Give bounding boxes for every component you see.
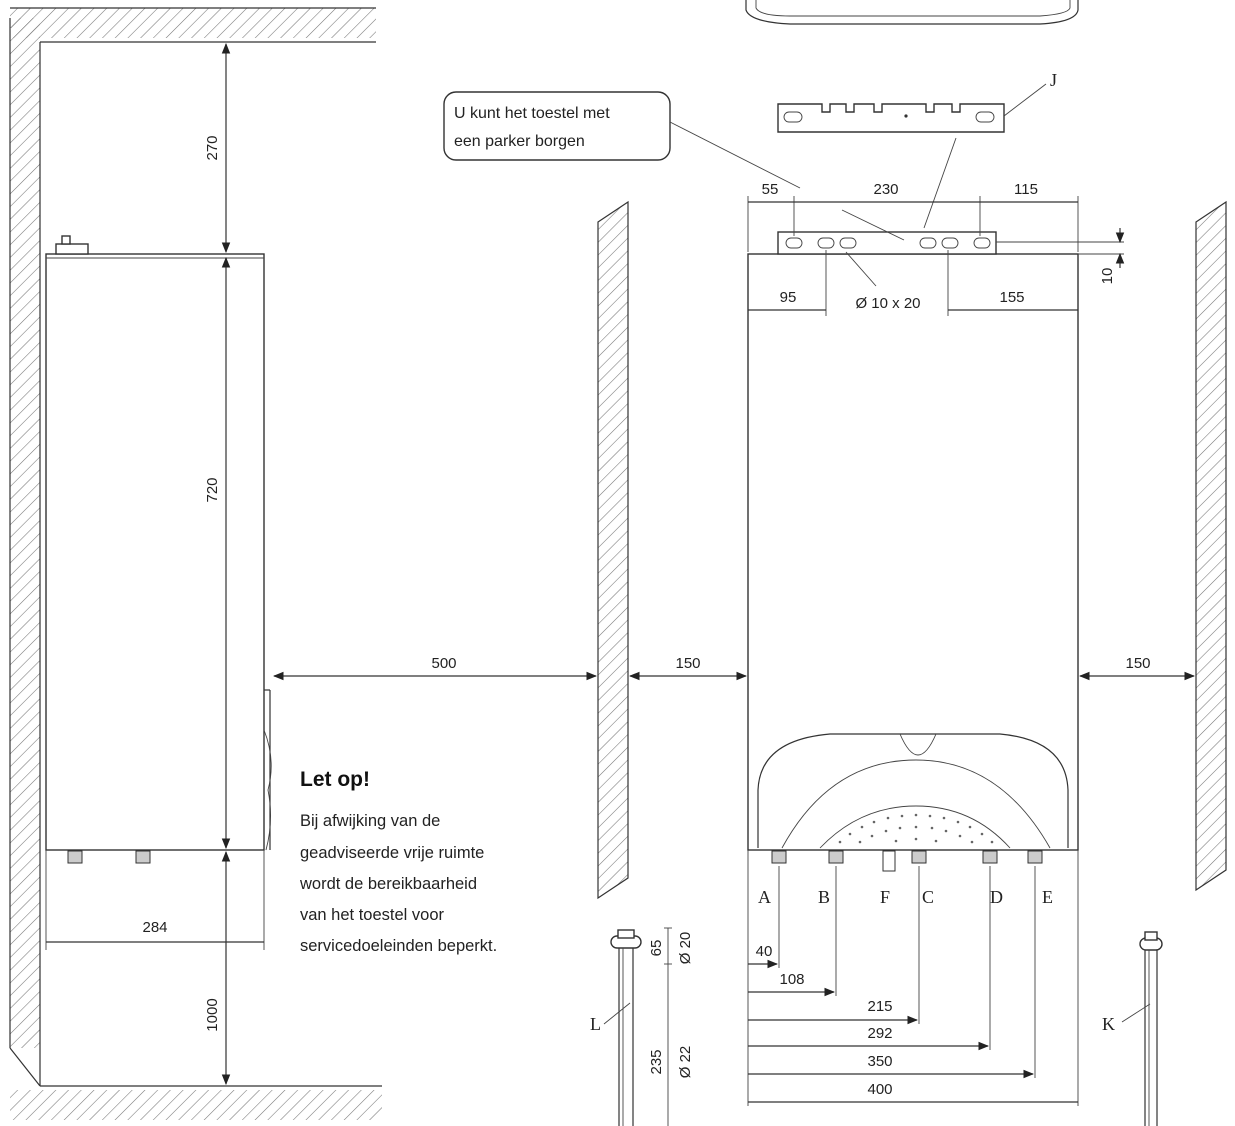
dim-400: 400: [867, 1081, 892, 1098]
label-l: L: [590, 1014, 601, 1034]
bracket-j: J: [777, 70, 1057, 229]
appliance-side-view: [45, 235, 272, 864]
side-dimensions: 270 720 1000 284 500: [45, 42, 598, 1086]
dim-284: 284: [142, 919, 167, 936]
dim-270: 270: [204, 135, 221, 160]
label-f: F: [880, 887, 890, 907]
note-title: Let op!: [300, 768, 370, 791]
dim-235: 235: [648, 1049, 665, 1074]
dim-slot: Ø 10 x 20: [855, 295, 920, 312]
callout-line-2: een parker borgen: [454, 133, 585, 150]
label-e: E: [1042, 887, 1053, 907]
dim-65: 65: [648, 940, 665, 957]
floor: [9, 1047, 382, 1120]
dim-115: 115: [1014, 181, 1038, 198]
note-line-1: Bij afwijking van de: [300, 812, 440, 830]
dim-350: 350: [867, 1053, 892, 1070]
dim-95: 95: [780, 289, 797, 306]
note-line-3: wordt de bereikbaarheid: [299, 875, 477, 893]
note-line-2: geadviseerde vrije ruimte: [300, 844, 484, 862]
pipe-l: L 65 Ø 20 235 Ø 22: [590, 927, 694, 1126]
dim-108: 108: [779, 971, 804, 988]
ceiling: [10, 7, 376, 43]
dim-55: 55: [762, 181, 779, 198]
label-d: D: [990, 887, 1003, 907]
middle-wall: [597, 200, 629, 900]
front-top-dimensions: 55 230 115 10 95 Ø 10 x 20 155: [747, 181, 1125, 316]
warning-note: Let op! Bij afwijking van de geadviseerd…: [299, 768, 497, 955]
label-k: K: [1102, 1014, 1115, 1034]
dim-40: 40: [756, 943, 773, 960]
label-a: A: [758, 887, 771, 907]
dim-720: 720: [204, 477, 221, 502]
mounting-bracket: [777, 231, 997, 255]
callout-line-1: U kunt het toestel met: [454, 105, 610, 122]
callout-bubble: U kunt het toestel met een parker borgen: [443, 91, 905, 241]
dim-150-left: 150: [675, 655, 700, 672]
note-line-5: servicedoeleinden beperkt.: [300, 937, 497, 955]
label-j: J: [1050, 70, 1057, 90]
dim-d22: Ø 22: [677, 1046, 694, 1079]
dim-10: 10: [1099, 268, 1116, 285]
note-line-4: van het toestel voor: [300, 906, 445, 924]
dim-292: 292: [867, 1025, 892, 1042]
appliance-front-view: [745, 0, 1079, 872]
right-wall: [1195, 200, 1227, 892]
dim-d20: Ø 20: [677, 932, 694, 965]
dim-1000: 1000: [204, 998, 221, 1031]
bottom-dimensions: 40 108 215 292 350 400: [747, 850, 1079, 1106]
side-wall: [9, 18, 41, 1086]
pipe-k: K: [1102, 931, 1163, 1126]
front-clearances: 150 150: [628, 655, 1196, 681]
connection-labels: A B F C D E: [758, 887, 1053, 907]
dim-230: 230: [873, 181, 898, 198]
dim-155: 155: [999, 289, 1024, 306]
label-b: B: [818, 887, 830, 907]
dim-500: 500: [431, 655, 456, 672]
dim-215: 215: [867, 998, 892, 1015]
dim-150-right: 150: [1125, 655, 1150, 672]
label-c: C: [922, 887, 934, 907]
